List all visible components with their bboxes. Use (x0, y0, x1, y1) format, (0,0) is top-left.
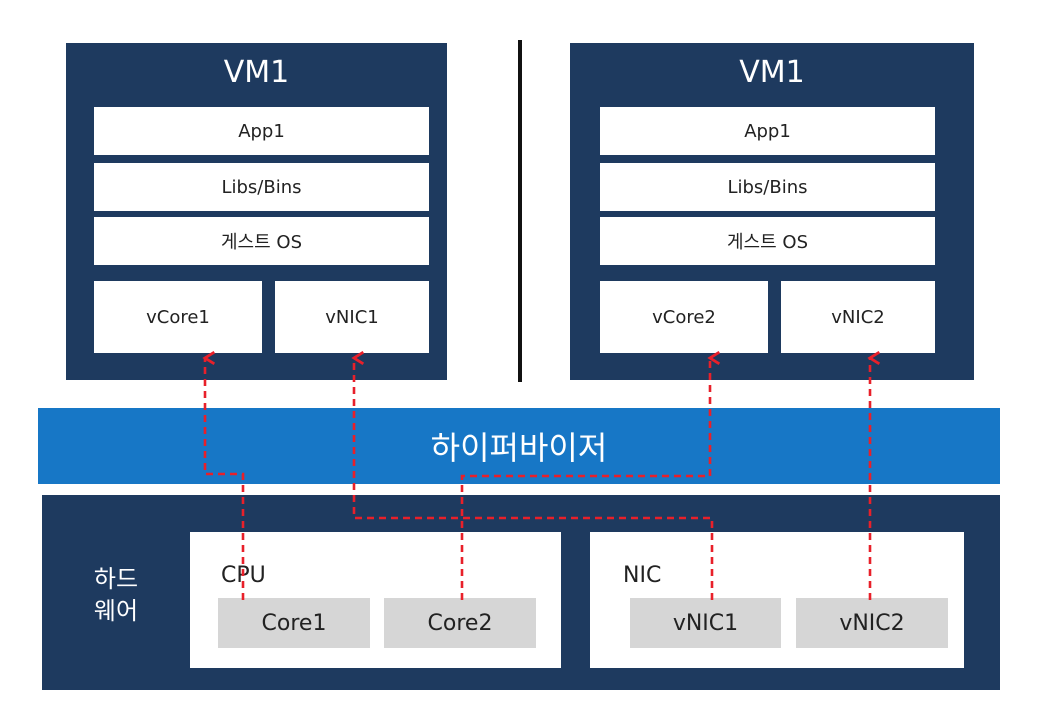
hardware-label-line1: 하드 (93, 565, 139, 593)
vm-divider (518, 40, 522, 382)
vm-title: VM1 (739, 55, 805, 90)
app-layer: App1 (94, 107, 429, 155)
vm-panel-left: VM1 App1 Libs/Bins 게스트 OS vCore1 vNIC1 (66, 43, 447, 380)
hypervisor-bar: 하이퍼바이저 (38, 408, 1000, 484)
vcore-box: vCore2 (600, 281, 768, 353)
nic-box: NIC vNIC1 vNIC2 (590, 532, 964, 668)
cpu-box: CPU Core1 Core2 (190, 532, 561, 668)
core-chip: Core2 (384, 598, 536, 648)
physical-vnic-chip: vNIC1 (630, 598, 781, 648)
guest-os-layer: 게스트 OS (94, 217, 429, 265)
vnic-box: vNIC2 (781, 281, 935, 353)
libs-bins-layer: Libs/Bins (600, 163, 935, 211)
vm-panel-right: VM1 App1 Libs/Bins 게스트 OS vCore2 vNIC2 (570, 43, 974, 380)
libs-bins-layer: Libs/Bins (94, 163, 429, 211)
cpu-label: CPU (221, 563, 266, 588)
vnic-box: vNIC1 (275, 281, 429, 353)
vm-title: VM1 (223, 55, 290, 90)
guest-os-layer: 게스트 OS (600, 217, 935, 265)
core-chip: Core1 (218, 598, 370, 648)
app-layer: App1 (600, 107, 935, 155)
hardware-label-line2: 웨어 (93, 597, 139, 625)
nic-label: NIC (623, 563, 662, 588)
hardware-label: 하드 웨어 (42, 563, 190, 627)
physical-vnic-chip: vNIC2 (796, 598, 948, 648)
vcore-box: vCore1 (94, 281, 262, 353)
hardware-panel: 하드 웨어 CPU Core1 Core2 NIC vNIC1 vNIC2 (42, 495, 1000, 690)
